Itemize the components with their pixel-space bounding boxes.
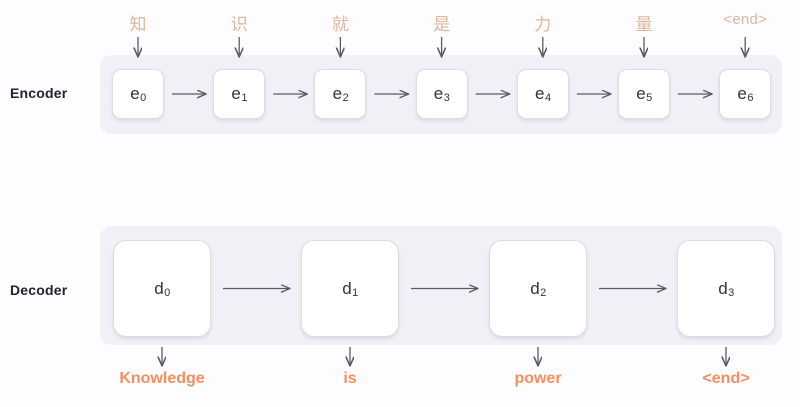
cell-subscript-label: 1	[352, 286, 359, 299]
cell-base-label: d	[342, 278, 352, 298]
cell-subscript-label: 5	[646, 92, 653, 104]
cell-base-label: d	[154, 278, 164, 298]
cell-base-label: e	[433, 84, 444, 103]
encoder-input-token-5: 量	[635, 15, 653, 34]
decoder-output-arrows	[162, 347, 726, 366]
cell-subscript-label: 3	[443, 92, 450, 104]
encoder-input-token-2: 就	[331, 15, 349, 34]
cell-base-label: e	[737, 84, 747, 103]
decoder-output-token-0: Knowledge	[119, 370, 205, 387]
cell-base-label: e	[332, 84, 343, 103]
encoder-input-token-1: 识	[230, 15, 248, 34]
cell-base-label: e	[636, 84, 646, 103]
cell-subscript-label: 6	[747, 92, 754, 104]
encoder-input-token-4: 力	[534, 15, 552, 34]
cell-base-label: e	[231, 84, 241, 103]
cell-base-label: d	[718, 278, 728, 298]
cell-base-label: e	[535, 84, 545, 103]
cell-subscript-label: 2	[540, 286, 547, 299]
decoder-row-label: Decoder	[10, 282, 68, 298]
cell-subscript-label: 2	[342, 92, 349, 104]
encoder-input-token-6: <end>	[723, 11, 767, 28]
decoder-band	[100, 226, 782, 345]
encoder-input-arrows	[138, 37, 745, 57]
cell-subscript-label: 0	[140, 92, 147, 104]
decoder-output-token-2: power	[514, 370, 562, 387]
encoder-input-token-3: 是	[433, 15, 451, 34]
cell-subscript-label: 1	[241, 92, 248, 104]
encoder-input-token-0: 知	[129, 15, 147, 34]
decoder-output-token-3: <end>	[702, 370, 750, 387]
cell-subscript-label: 3	[728, 286, 735, 299]
cell-base-label: d	[530, 278, 540, 298]
decoder-output-token-1: is	[343, 370, 357, 387]
cell-subscript-label: 0	[164, 286, 171, 299]
cell-base-label: e	[130, 84, 140, 103]
cell-subscript-label: 4	[544, 92, 552, 104]
encoder-row-label: Encoder	[10, 85, 68, 101]
